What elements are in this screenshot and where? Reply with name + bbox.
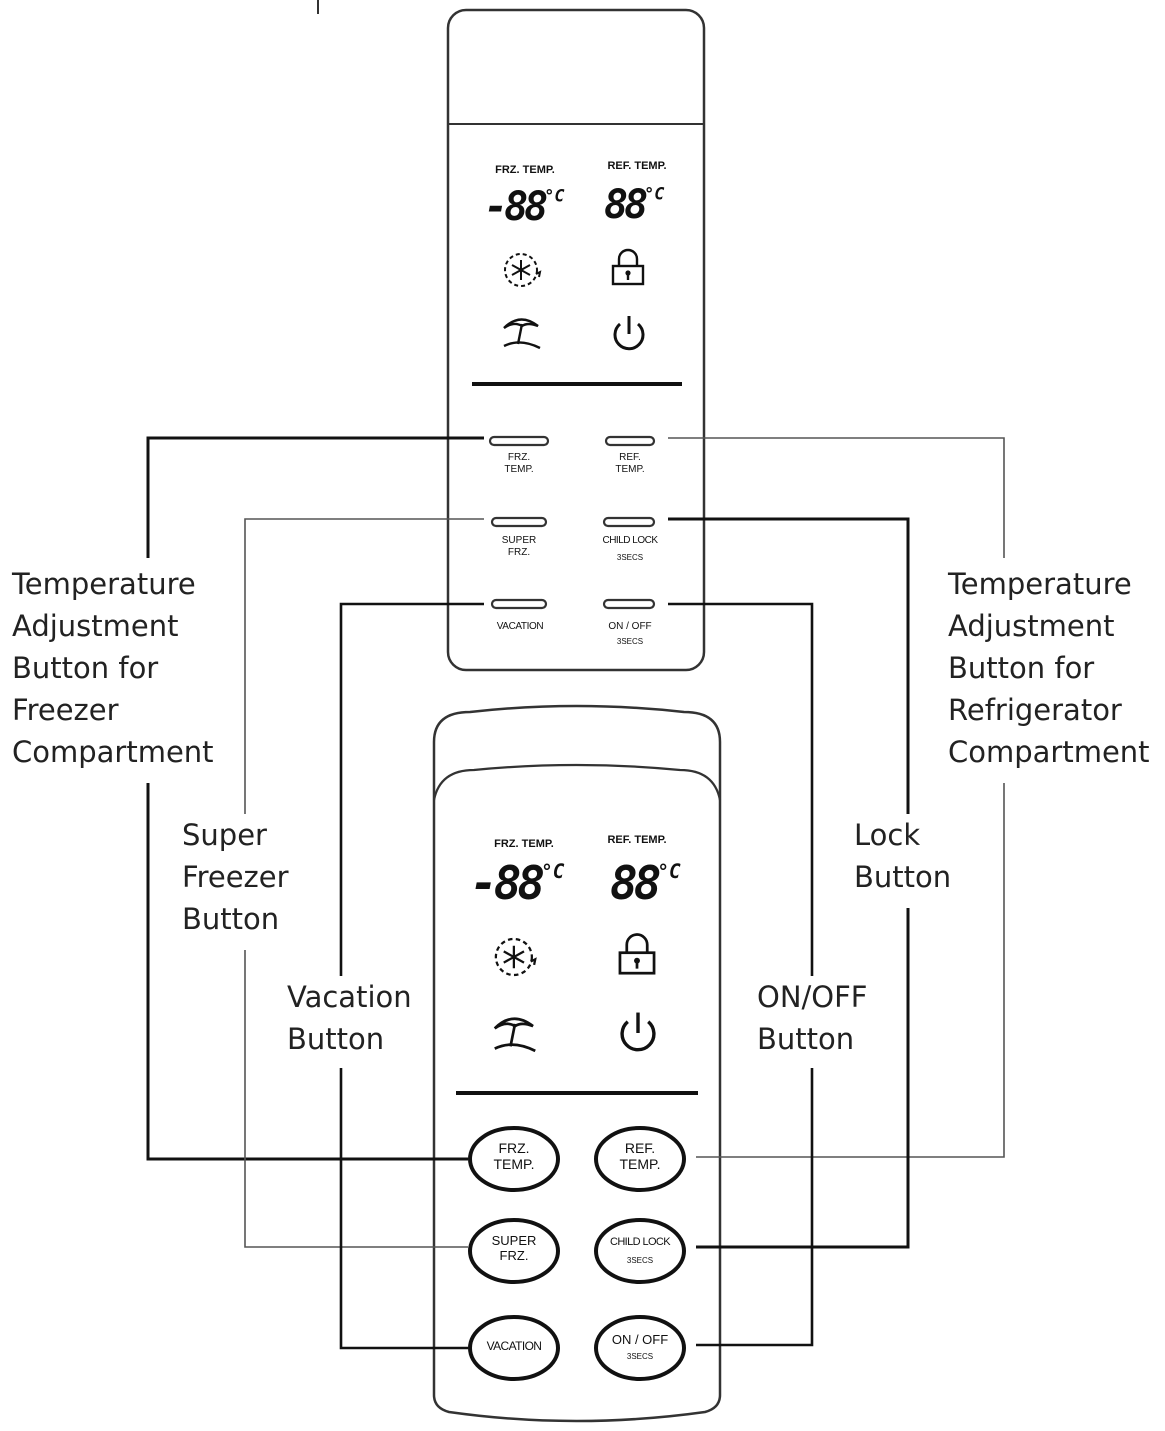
top-frz-temp-label: FRZ. TEMP. [495, 164, 555, 176]
top-ref-temp-label: REF. TEMP. [607, 160, 667, 172]
callout-on-off: ON/OFF Button [755, 976, 870, 1060]
leader-on-off [668, 602, 814, 1347]
bottom-panel-body [432, 704, 722, 1423]
callout-freezer-temp: Temperature Adjustment Button for Freeze… [10, 563, 216, 773]
top-frz-temp-display: -88°C [484, 184, 564, 230]
top-child-lock-text: CHILD LOCK [602, 535, 658, 546]
top-panel [446, 8, 706, 672]
top-led-on-off [602, 598, 656, 610]
btn-child-lock-outline [594, 1218, 686, 1284]
vacation-umbrella-icon [493, 1017, 536, 1053]
btn-super-frz[interactable]: SUPER FRZ. [491, 1233, 537, 1263]
btn-vacation-outline [468, 1315, 560, 1381]
power-icon [620, 1012, 656, 1052]
bottom-frz-temp-label: FRZ. TEMP. [494, 838, 554, 850]
btn-super-frz-outline [468, 1218, 560, 1284]
lock-icon [618, 933, 656, 975]
leader-refrigerator-temp [668, 437, 1005, 1158]
callout-super-freezer: Super Freezer Button [180, 814, 291, 940]
btn-child-lock-sub: 3SECS [626, 1256, 654, 1265]
callout-vacation: Vacation Button [285, 976, 414, 1060]
power-icon [613, 316, 645, 351]
btn-frz-temp[interactable]: FRZ. TEMP. [493, 1140, 535, 1173]
top-ref-temp-unit: °C [644, 183, 665, 204]
top-led-super-frz [490, 516, 548, 528]
bottom-frz-temp-value: -88 [470, 856, 545, 910]
top-panel-body [446, 8, 706, 672]
bottom-panel [432, 704, 722, 1423]
lock-icon [611, 248, 645, 286]
top-on-off-sub: 3SECS [616, 637, 644, 646]
top-vacation-text: VACATION [496, 621, 544, 632]
leader-lock [668, 517, 910, 1249]
super-freeze-icon [494, 937, 537, 977]
bottom-ref-temp-display: 88°C [610, 856, 681, 910]
btn-on-off-sub: 3SECS [626, 1352, 654, 1361]
bottom-frz-temp-display: -88°C [470, 856, 564, 910]
bottom-ref-temp-label: REF. TEMP. [607, 834, 667, 846]
leader-freezer-temp [146, 436, 484, 1161]
top-ref-temp-value: 88 [604, 182, 648, 228]
top-frz-temp-value: -88 [484, 184, 548, 230]
top-frz-temp-unit: °C [544, 185, 565, 206]
bottom-frz-temp-unit: °C [541, 859, 565, 883]
top-led-vacation [490, 598, 548, 610]
top-ref-temp-text: REF. TEMP. [615, 452, 645, 475]
top-ref-temp-display: 88°C [604, 182, 664, 228]
callout-lock: Lock Button [852, 814, 954, 898]
btn-ref-temp[interactable]: REF. TEMP. [619, 1140, 661, 1173]
leader-vacation [339, 602, 484, 1350]
btn-on-off[interactable]: ON / OFF [611, 1332, 669, 1347]
top-child-lock-sub: 3SECS [616, 553, 644, 562]
top-on-off-text: ON / OFF [608, 621, 652, 632]
top-frz-temp-text: FRZ. TEMP. [504, 452, 534, 475]
top-led-ref-temp [604, 435, 656, 447]
btn-child-lock[interactable]: CHILD LOCK [609, 1236, 671, 1248]
callout-refrigerator-temp: Temperature Adjustment Button for Refrig… [946, 563, 1152, 773]
super-freeze-icon [504, 253, 542, 287]
vacation-umbrella-icon [503, 318, 541, 350]
top-led-child-lock [602, 516, 656, 528]
bottom-ref-temp-value: 88 [610, 856, 661, 910]
btn-ref-temp-outline [594, 1126, 686, 1192]
bottom-ref-temp-unit: °C [657, 859, 681, 883]
top-super-frz-text: SUPER FRZ. [501, 535, 537, 558]
btn-frz-temp-outline [468, 1126, 560, 1192]
bottom-panel-window-line [432, 763, 722, 801]
leader-super-freezer [244, 518, 484, 1248]
btn-vacation[interactable]: VACATION [486, 1339, 542, 1353]
top-led-frz-temp [488, 435, 550, 447]
btn-on-off-outline [594, 1315, 686, 1381]
